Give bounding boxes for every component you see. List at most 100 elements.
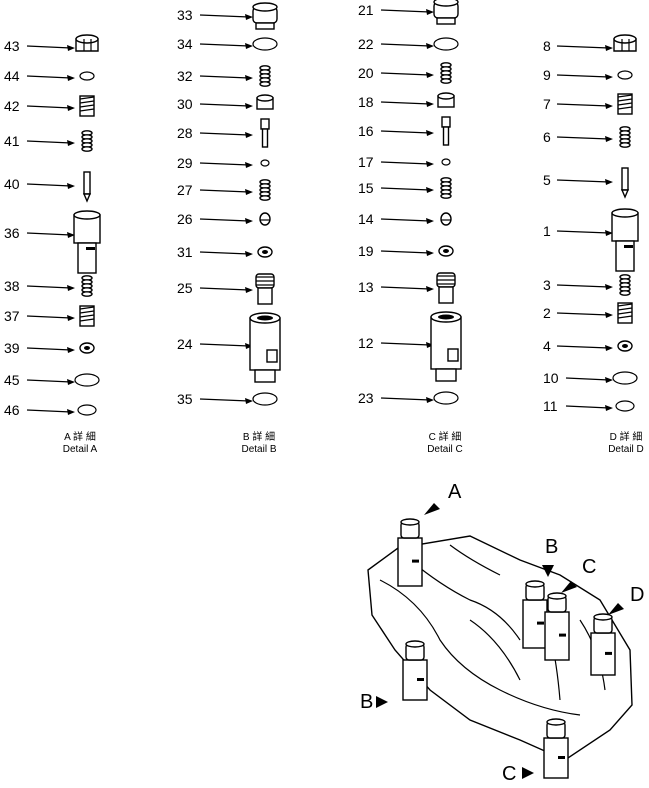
part-number-label: 28	[177, 125, 193, 141]
leader-arrowhead	[605, 136, 613, 142]
leader-arrowhead	[605, 284, 613, 290]
part-number-label: 4	[543, 338, 551, 354]
part-callout: 22	[358, 36, 459, 52]
part-drawing	[440, 177, 452, 199]
leader-arrowhead	[426, 72, 434, 78]
part-number-label: 17	[358, 154, 374, 170]
leader-line	[26, 347, 72, 351]
part-callout: 36	[4, 210, 101, 274]
part-callout: 7	[543, 93, 633, 115]
part-callout: 23	[358, 390, 459, 406]
assembly-callout: B	[360, 691, 388, 713]
part-number-label: 5	[543, 172, 551, 188]
part-drawing	[619, 126, 631, 148]
detail-caption-en: Detail C	[427, 444, 463, 455]
callout-arrow-icon	[376, 696, 388, 708]
leader-line	[199, 14, 250, 18]
part-callout: 9	[543, 67, 633, 83]
part-callout: 11	[543, 398, 635, 414]
part-drawing	[82, 171, 92, 203]
part-callout: 41	[4, 130, 93, 152]
leader-line	[199, 132, 250, 136]
leader-arrowhead	[67, 105, 75, 111]
part-drawing	[433, 0, 459, 25]
leader-arrowhead	[67, 409, 75, 415]
callout-letter: C	[582, 556, 596, 578]
part-number-label: 21	[358, 2, 374, 18]
part-drawing	[259, 179, 271, 201]
leader-arrowhead	[605, 74, 613, 80]
part-number-label: 18	[358, 94, 374, 110]
part-callout: 44	[4, 68, 95, 84]
leader-line	[565, 377, 610, 381]
part-drawing	[440, 62, 452, 84]
leader-line	[199, 251, 250, 255]
leader-arrowhead	[426, 161, 434, 167]
leader-arrowhead	[67, 347, 75, 353]
part-number-label: 14	[358, 211, 374, 227]
part-number-label: 10	[543, 370, 559, 386]
leader-line	[26, 315, 72, 319]
part-drawing	[79, 71, 95, 81]
leader-arrowhead	[245, 162, 253, 168]
part-number-label: 44	[4, 68, 20, 84]
part-callout: 15	[358, 177, 452, 199]
leader-line	[26, 140, 72, 144]
part-number-label: 46	[4, 402, 20, 418]
part-number-label: 6	[543, 129, 551, 145]
part-drawing	[257, 246, 273, 258]
leader-arrowhead	[67, 232, 75, 238]
valve-cartridge	[543, 718, 569, 779]
part-drawing	[617, 302, 633, 324]
leader-arrowhead	[67, 183, 75, 189]
part-number-label: 12	[358, 335, 374, 351]
leader-arrowhead	[245, 103, 253, 109]
part-callout: 37	[4, 305, 95, 327]
part-number-label: 43	[4, 38, 20, 54]
part-drawing	[438, 245, 454, 257]
part-number-label: 41	[4, 133, 20, 149]
leader-line	[199, 103, 250, 107]
part-callout: 8	[543, 34, 637, 54]
part-drawing	[433, 37, 459, 51]
leader-line	[380, 187, 431, 191]
leader-line	[26, 285, 72, 289]
leader-arrowhead	[605, 345, 613, 351]
callout-arrow-icon	[608, 603, 624, 615]
leader-arrowhead	[426, 130, 434, 136]
part-number-label: 3	[543, 277, 551, 293]
callout-letter: C	[502, 763, 516, 785]
part-number-label: 39	[4, 340, 20, 356]
callout-letter: B	[360, 691, 373, 713]
detail-caption-jp: D 詳 細	[610, 430, 643, 443]
detail-caption-jp: B 詳 細	[243, 430, 275, 443]
leader-line	[565, 405, 610, 409]
part-callout: 24	[177, 312, 281, 383]
part-drawing	[259, 65, 271, 87]
callout-arrow-icon	[424, 503, 440, 515]
part-number-label: 22	[358, 36, 374, 52]
leader-line	[199, 343, 250, 347]
detail-caption-en: Detail A	[63, 444, 98, 455]
part-callout: 29	[177, 155, 270, 171]
assembly-callout: C	[502, 763, 534, 785]
leader-line	[556, 136, 610, 140]
part-callout: 33	[177, 2, 278, 30]
part-callout: 25	[177, 273, 275, 305]
leader-arrowhead	[426, 218, 434, 224]
part-callout: 17	[358, 154, 451, 170]
part-number-label: 27	[177, 182, 193, 198]
part-number-label: 16	[358, 123, 374, 139]
part-drawing	[75, 34, 99, 52]
part-drawing	[437, 92, 455, 108]
part-callout: 16	[358, 116, 451, 146]
leader-line	[199, 189, 250, 193]
part-number-label: 8	[543, 38, 551, 54]
part-callout: 32	[177, 65, 271, 87]
leader-arrowhead	[245, 343, 253, 349]
part-number-label: 36	[4, 225, 20, 241]
